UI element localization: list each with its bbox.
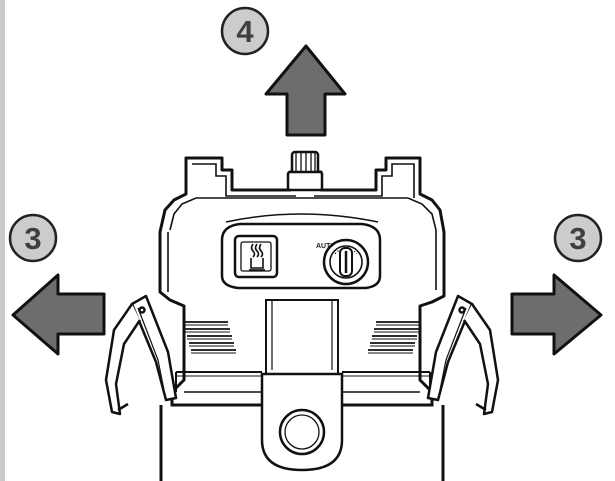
top-stem — [286, 150, 324, 192]
steam-cup-icon — [249, 243, 265, 271]
step-3-right-badge: 3 — [553, 213, 603, 263]
arrow-left-icon — [11, 273, 106, 356]
arrow-up-icon — [264, 44, 347, 137]
step-4-number: 4 — [236, 14, 254, 49]
step-4-badge: 4 — [220, 6, 270, 56]
left-vent — [183, 321, 236, 354]
left-latch-clip — [104, 294, 178, 416]
steam-button — [233, 234, 279, 279]
center-handle — [260, 299, 344, 472]
right-vent — [368, 321, 421, 354]
step-3-left-number: 3 — [24, 221, 41, 256]
right-latch-clip — [426, 294, 500, 416]
auto-dial: AUTO — [316, 238, 370, 286]
left-edge-bar — [0, 0, 5, 481]
step-3-left-badge: 3 — [8, 213, 58, 263]
dial-auto-label: AUTO — [316, 243, 336, 250]
step-3-right-number: 3 — [569, 221, 586, 256]
rotary-knob-icon — [322, 238, 370, 286]
arrow-right-icon — [510, 273, 603, 356]
lower-rails — [175, 371, 431, 393]
